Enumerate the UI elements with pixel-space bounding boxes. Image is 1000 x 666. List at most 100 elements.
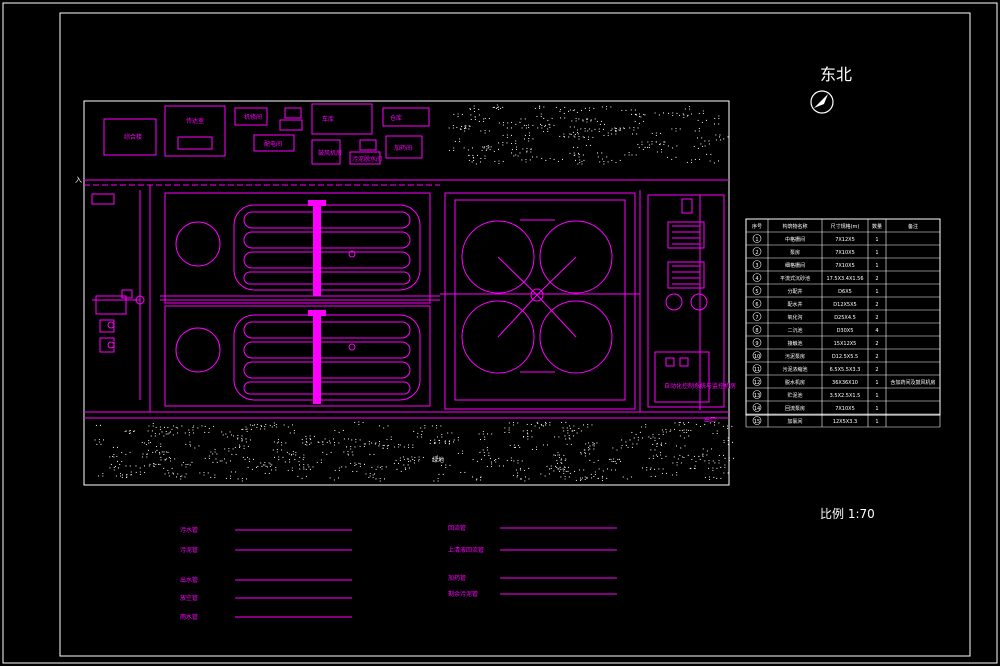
vegetation-mark: ·.· <box>519 476 532 484</box>
vegetation-mark: .: <box>407 442 415 450</box>
vegetation-mark: ·.· <box>577 116 590 124</box>
vegetation-mark: .: <box>541 126 549 134</box>
table-cell: 15X12X5 <box>834 341 857 347</box>
table-cell: 加氯间 <box>787 418 802 425</box>
vegetation-mark: .: <box>479 153 487 161</box>
building-label-0: 综合楼 <box>124 133 142 141</box>
vegetation-mark: ·:· <box>512 457 525 465</box>
vegetation-mark: ·.· <box>656 453 669 461</box>
vegetation-mark: ·· <box>568 423 576 431</box>
vegetation-mark: .: <box>447 145 455 153</box>
vegetation-mark: ·.· <box>540 155 553 163</box>
vegetation-mark: ·.· <box>672 454 685 462</box>
table-cell: 细格栅间 <box>785 262 805 269</box>
vegetation-mark: .: <box>358 441 366 449</box>
vegetation-mark: .: <box>570 115 578 123</box>
vegetation-mark: ·· <box>303 441 311 449</box>
vegetation-mark: ·· <box>342 436 350 444</box>
vegetation-mark: ·:· <box>628 124 641 132</box>
vegetation-mark: ·· <box>565 441 573 449</box>
table-cell: 氧化沟 <box>787 314 802 321</box>
vegetation-mark: .: <box>209 446 217 454</box>
vegetation-mark: ·:· <box>651 441 664 449</box>
vegetation-mark: .: <box>713 458 721 466</box>
vegetation-mark: ·:· <box>545 463 558 471</box>
vegetation-mark: ·· <box>555 460 563 468</box>
table-cell: 11 <box>754 367 760 373</box>
vegetation-mark: ·· <box>483 143 491 151</box>
table-cell: 2 <box>875 354 878 360</box>
vegetation-mark: ·· <box>483 115 491 123</box>
vegetation-mark: ·:· <box>721 423 734 431</box>
vegetation-mark: ·.· <box>510 119 523 127</box>
vegetation-mark: ·:· <box>610 125 623 133</box>
table-cell: 污泥泵房 <box>785 353 805 360</box>
table-cell: 13 <box>754 393 760 399</box>
vegetation-mark: ·:· <box>508 442 521 450</box>
vegetation-mark: .: <box>287 449 295 457</box>
vegetation-mark: ·:· <box>413 454 426 462</box>
vegetation-mark: ·:· <box>364 471 377 479</box>
vegetation-mark: .: <box>509 138 517 146</box>
vegetation-mark: .: <box>114 470 122 478</box>
row-number-circle <box>752 364 762 373</box>
vegetation-mark: .: <box>511 470 519 478</box>
row-number-circle <box>752 351 762 360</box>
vegetation-mark: .: <box>571 127 579 135</box>
vegetation-mark: ·:· <box>649 435 662 443</box>
vegetation-mark: ·.· <box>220 428 233 436</box>
vegetation-mark: ·:· <box>232 433 245 441</box>
vegetation-mark: .: <box>125 469 133 477</box>
scale-label: 比例 1:70 <box>820 507 875 521</box>
vegetation-mark: ·:· <box>497 140 510 148</box>
vegetation-mark: .: <box>268 420 276 428</box>
vegetation-mark: ·:· <box>587 440 600 448</box>
table-cell: 1 <box>875 289 878 295</box>
vegetation-mark: ·· <box>541 441 549 449</box>
table-cell: D6X5 <box>838 289 852 295</box>
vegetation-mark: ·· <box>505 124 513 132</box>
table-cell: D25X4.5 <box>834 315 856 321</box>
vegetation-mark: ·.· <box>701 446 714 454</box>
vegetation-mark: ·· <box>620 107 628 115</box>
vegetation-mark: ·.· <box>109 461 122 469</box>
vegetation-mark: ·.· <box>678 452 691 460</box>
vegetation-mark: ·.· <box>555 464 568 472</box>
vegetation-mark: .: <box>447 123 455 131</box>
vegetation-mark: ·:· <box>134 469 147 477</box>
vegetation-mark: ·.· <box>694 421 707 429</box>
vegetation-mark: ·:· <box>317 439 330 447</box>
table-cell: 1 <box>755 237 758 243</box>
vegetation-mark: ·· <box>695 134 703 142</box>
vegetation-mark: ·· <box>446 429 454 437</box>
vegetation-mark: ·:· <box>640 464 653 472</box>
vegetation-mark: ·· <box>657 466 665 474</box>
vegetation-mark: ·:· <box>573 157 586 165</box>
vegetation-mark: ·· <box>717 452 725 460</box>
table-cell: 分配井 <box>787 288 802 295</box>
vegetation-mark: .: <box>689 463 697 471</box>
vegetation-mark: ·.· <box>654 139 667 147</box>
vegetation-mark: ·· <box>370 439 378 447</box>
vegetation-mark: ·:· <box>349 460 362 468</box>
vegetation-mark: ·.· <box>166 424 179 432</box>
vegetation-mark: .: <box>468 103 476 111</box>
vegetation-mark: ·.· <box>536 420 549 428</box>
vegetation-mark: ·.· <box>552 156 565 164</box>
vegetation-mark: ·.· <box>653 110 666 118</box>
vegetation-mark: .: <box>719 462 727 470</box>
vegetation-mark: .: <box>697 451 705 459</box>
vegetation-mark: ·· <box>141 450 149 458</box>
vegetation-mark: ·:· <box>183 429 196 437</box>
vegetation-mark: ·· <box>598 121 606 129</box>
vegetation-mark: ·· <box>115 458 123 466</box>
vegetation-mark: ·.· <box>471 456 484 464</box>
vegetation-mark: .: <box>298 452 306 460</box>
vegetation-mark: ·.· <box>296 473 309 481</box>
vegetation-mark: ·.· <box>214 456 227 464</box>
vegetation-mark: .: <box>385 434 393 442</box>
vegetation-mark: ·:· <box>607 456 620 464</box>
vegetation-mark: ·.· <box>660 427 673 435</box>
vegetation-mark: .: <box>286 465 294 473</box>
vegetation-mark: .: <box>187 424 195 432</box>
